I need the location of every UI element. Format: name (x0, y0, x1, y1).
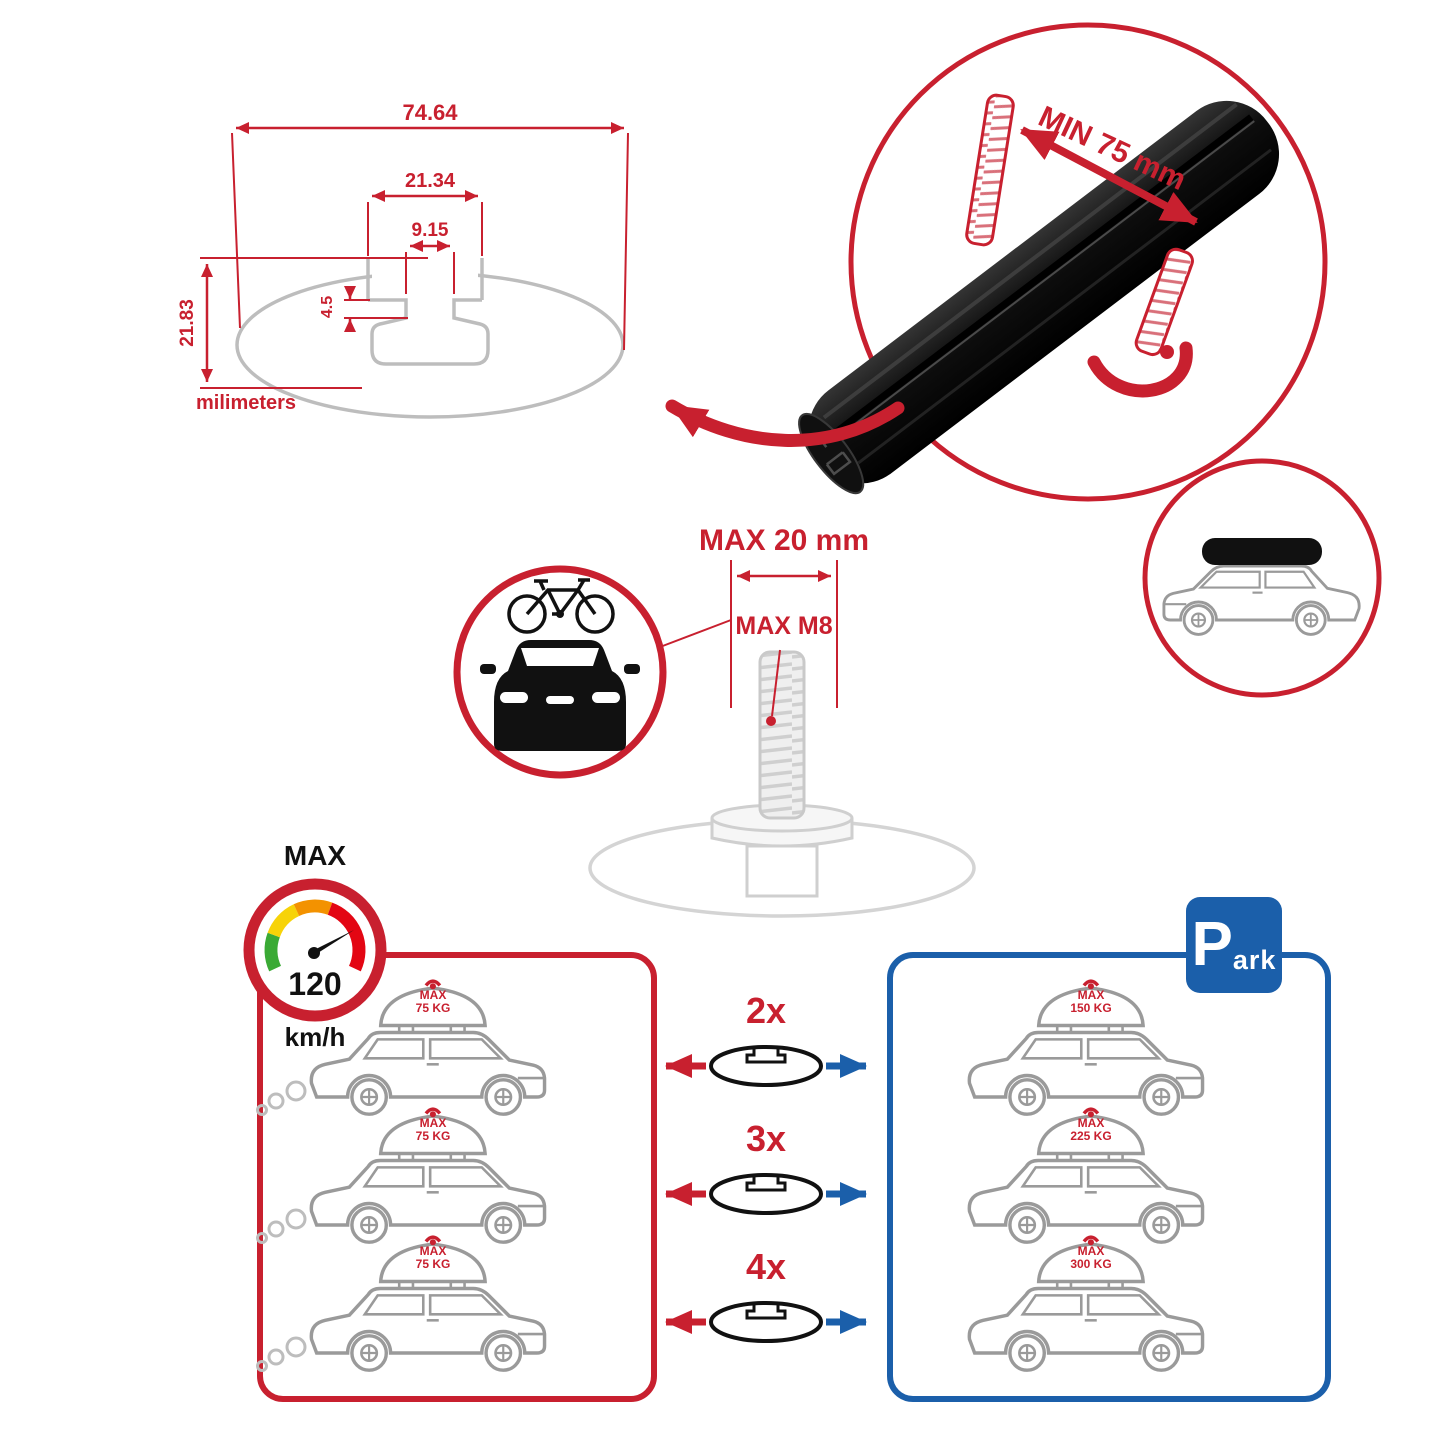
dim-slot-inner-width: 9.15 (411, 220, 449, 241)
t-slot-channel (368, 298, 490, 366)
clamp-rod-upper (965, 93, 1015, 247)
car-front-silhouette (494, 640, 626, 751)
bike-car-icon (453, 565, 667, 779)
crossbar-closeup (798, 22, 1328, 502)
dimension-drawing (200, 122, 629, 419)
parking-sign-ark: ark (1232, 944, 1277, 975)
magnifier-circle (848, 22, 1328, 502)
speedometer (243, 878, 387, 1022)
dim-slot-lip-depth: 4.5 (319, 295, 336, 319)
clamp-rod-lower (1134, 247, 1194, 357)
bike-wheel (575, 594, 615, 634)
zoom-arrow (665, 399, 905, 447)
speed-value: 120 (288, 966, 342, 1002)
headlight (500, 692, 528, 703)
dim-slot-outer-width: 21.34 (404, 170, 456, 192)
multiplier-2x: 2x (745, 990, 787, 1031)
headlight (592, 692, 620, 703)
crossbar-profile-icon (709, 1301, 823, 1343)
parked-cars (967, 979, 1205, 1372)
gauge-needle (310, 930, 354, 958)
crossbar-profile-icon (709, 1045, 823, 1087)
parking-sign-p: P (1191, 910, 1233, 979)
roof-box (1202, 538, 1322, 565)
dim-total-width: 74.64 (402, 100, 458, 125)
crossbar-profile-icon (709, 1173, 823, 1215)
multiplier-4x: 4x (745, 1246, 787, 1287)
multiplier-3x: 3x (745, 1118, 787, 1159)
units-label: milimeters (196, 392, 297, 414)
multiplier-icons (665, 1045, 867, 1343)
clamp-pivot-dot (1160, 345, 1174, 359)
parking-panel (887, 952, 1331, 1402)
suv-roofbox-icon (1142, 458, 1382, 698)
min-clearance-arrow (1020, 126, 1198, 226)
bolt-shaft (758, 650, 806, 820)
slot-nut-block (745, 844, 819, 898)
bike-wheel (507, 594, 547, 634)
speed-max-label: MAX (283, 840, 347, 871)
clamp-hook (1087, 341, 1193, 398)
bolt-width-label: MAX 20 mm (698, 524, 870, 557)
dim-profile-height: 21.83 (177, 299, 198, 347)
bolt-thread-label: MAX M8 (735, 612, 833, 640)
bolt-diagram (588, 560, 976, 918)
speed-units: km/h (284, 1022, 346, 1052)
driving-speed-panel (257, 952, 657, 1402)
